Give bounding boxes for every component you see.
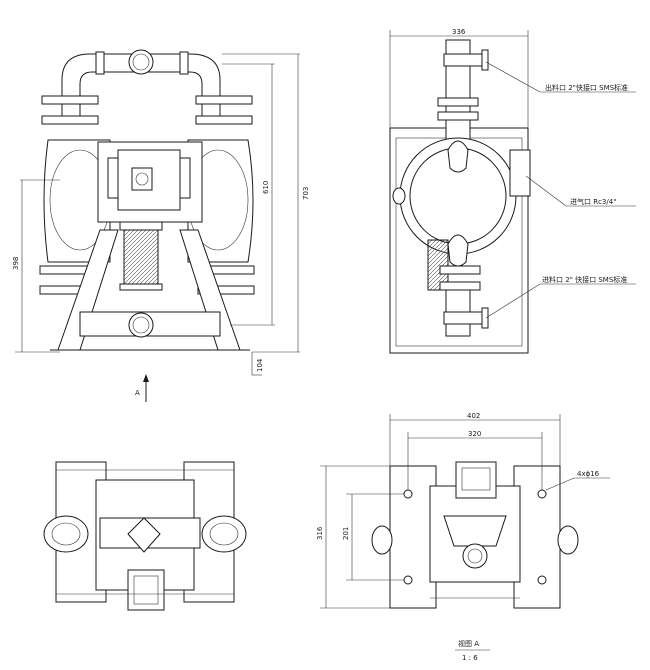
air-inlet-note: 进气口 Rc3/4" xyxy=(570,197,616,206)
plan-view: 402 320 316 201 4xϕ16 xyxy=(316,412,610,609)
view-title: 视图 A 1 : 6 xyxy=(455,639,490,662)
mount-hole xyxy=(537,575,547,585)
dim-bottom: 104 xyxy=(256,358,264,372)
dim-depth-holes: 201 xyxy=(342,527,350,540)
bottom-view xyxy=(43,461,247,611)
mount-hole xyxy=(403,489,413,499)
dim-width-outer: 402 xyxy=(467,412,480,420)
mount-hole xyxy=(537,489,547,499)
side-view: 336 出料口 2"快接口 SMS标准 进气口 Rc3/4" 进料口 2" 快接… xyxy=(389,28,636,354)
outlet-note: 出料口 2"快接口 SMS标准 xyxy=(545,83,628,92)
inlet-note: 进料口 2" 快接口 SMS标准 xyxy=(542,275,627,284)
view-name: 视图 A xyxy=(458,639,479,648)
view-scale: 1 : 6 xyxy=(462,654,478,662)
hole-note: 4xϕ16 xyxy=(577,470,600,478)
view-arrow-label: A xyxy=(135,389,140,397)
dim-height-total: 703 xyxy=(302,187,310,200)
dim-width-holes: 320 xyxy=(468,430,481,438)
dim-depth-outer: 316 xyxy=(316,526,324,540)
dim-height-ports: 610 xyxy=(262,181,270,194)
dim-width: 336 xyxy=(452,28,466,36)
view-arrow-icon xyxy=(143,374,149,382)
mount-hole xyxy=(403,575,413,585)
front-view: 703 610 398 104 A xyxy=(12,49,310,402)
dim-height-inlet: 398 xyxy=(12,257,20,270)
